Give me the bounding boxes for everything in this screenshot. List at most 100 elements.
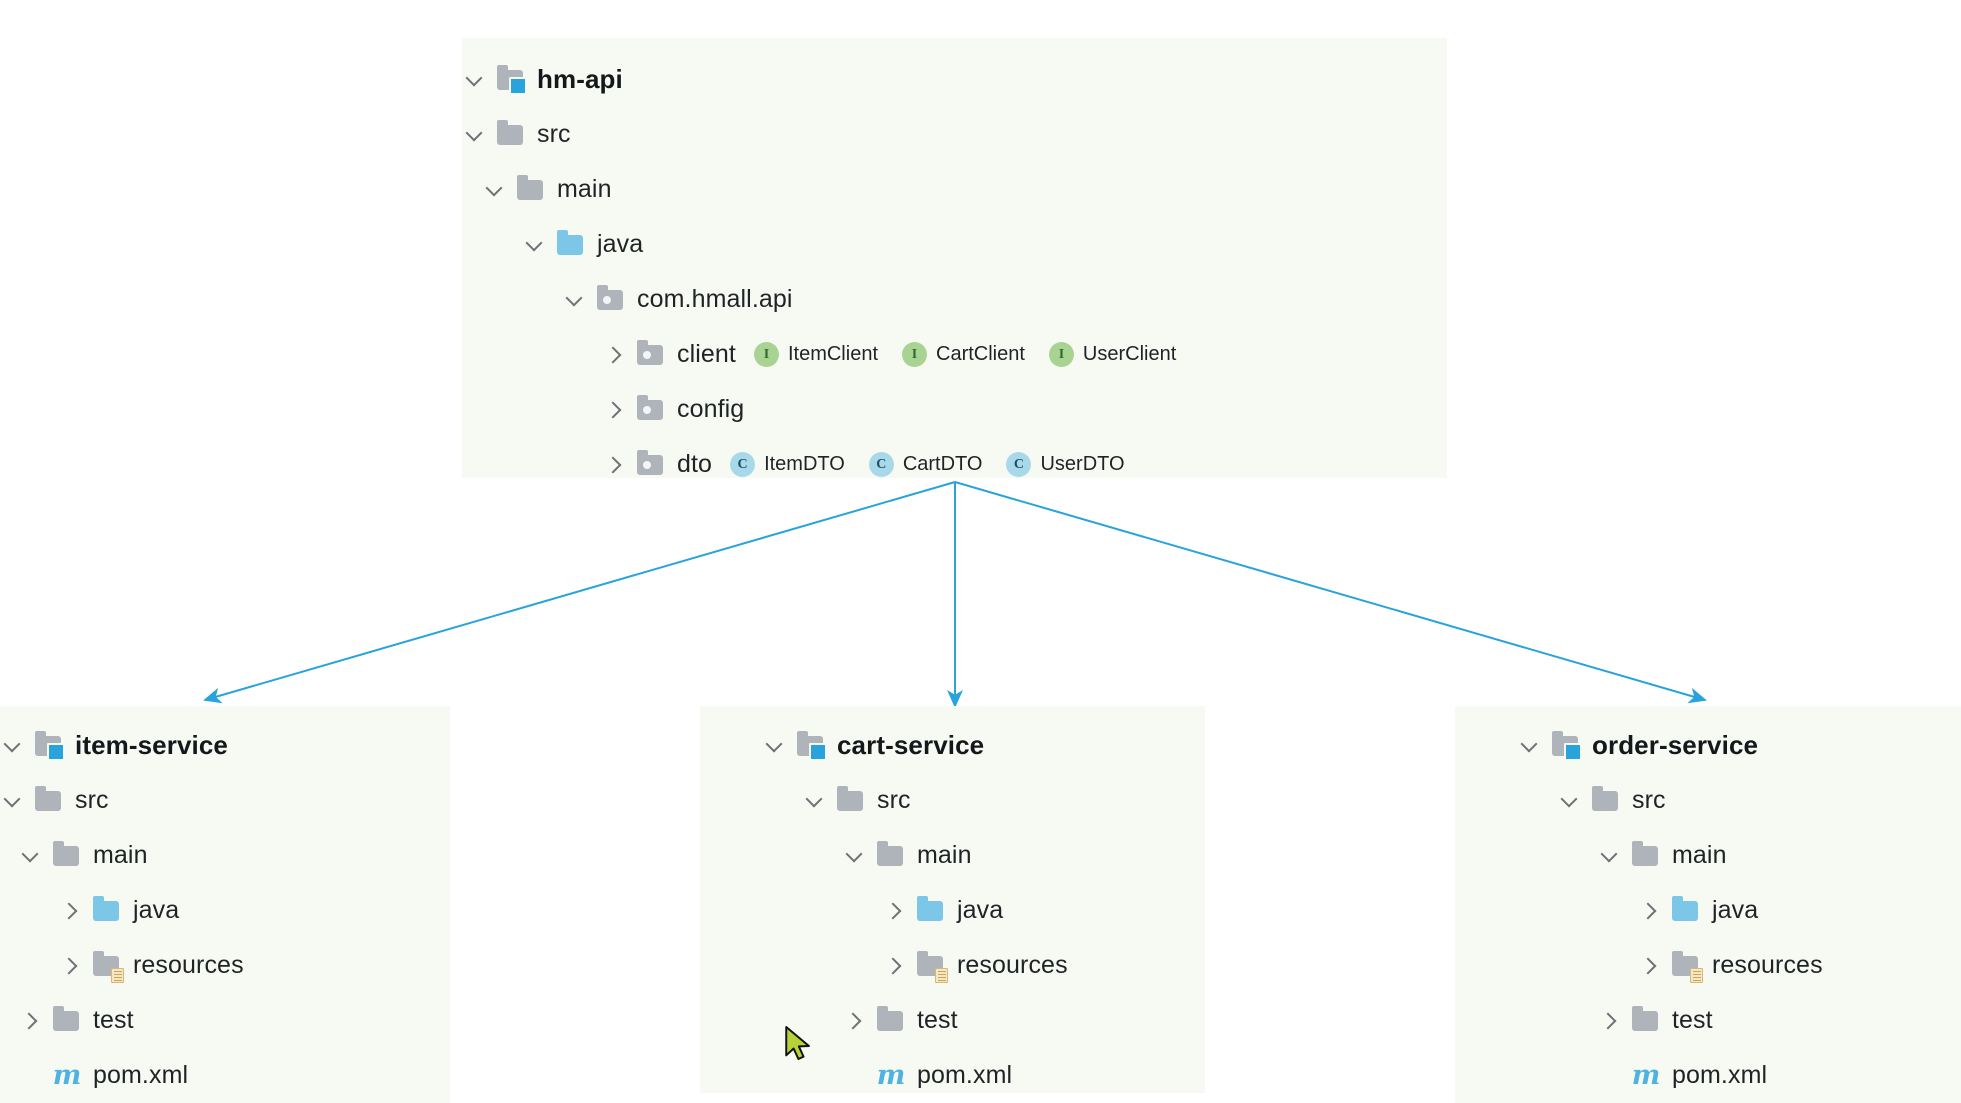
folder-icon xyxy=(496,119,526,148)
tree-row[interactable]: main xyxy=(0,828,450,883)
tree-row[interactable]: test xyxy=(0,993,450,1048)
tree-row[interactable]: hm-api xyxy=(462,52,1447,107)
chevron-right-icon[interactable] xyxy=(882,953,908,979)
module-folder-icon xyxy=(496,64,527,95)
chevron-down-icon[interactable] xyxy=(562,287,588,313)
folder-icon xyxy=(1631,1005,1661,1034)
tree-row[interactable]: java xyxy=(1455,883,1961,938)
tree-row[interactable]: java xyxy=(462,217,1447,272)
package-dot-icon xyxy=(643,405,651,414)
tree-row-label: hm-api xyxy=(537,64,623,94)
chevron-right-icon[interactable] xyxy=(882,898,908,924)
chevron-down-icon[interactable] xyxy=(1517,733,1543,759)
tree-row-label: resources xyxy=(133,951,244,979)
arrow-hm-api-to-order-service xyxy=(954,481,1707,704)
tree-row[interactable]: main xyxy=(700,828,1205,883)
package-folder-icon xyxy=(636,449,666,478)
package-folder-icon xyxy=(636,339,666,368)
chevron-down-icon[interactable] xyxy=(762,733,788,759)
tree-row-label: java xyxy=(133,896,180,924)
tree-row[interactable]: item-service xyxy=(0,718,450,773)
chevron-right-icon[interactable] xyxy=(18,1008,44,1034)
chevron-right-icon[interactable] xyxy=(602,342,628,368)
tree-row-label: test xyxy=(93,1006,134,1034)
folder-icon xyxy=(52,840,82,869)
tree-row[interactable]: test xyxy=(1455,993,1961,1048)
tree-row[interactable]: test xyxy=(700,993,1205,1048)
chevron-right-icon[interactable] xyxy=(1637,898,1663,924)
tree-row-label: order-service xyxy=(1592,730,1759,760)
chevron-right-icon[interactable] xyxy=(1637,953,1663,979)
chevron-down-icon[interactable] xyxy=(482,177,508,203)
chevron-right-icon[interactable] xyxy=(602,452,628,478)
tree-row[interactable]: src xyxy=(0,773,450,828)
chevron-down-icon[interactable] xyxy=(0,788,26,814)
chevron-down-icon[interactable] xyxy=(522,232,548,258)
interface-badge-icon: I xyxy=(1048,342,1074,367)
tree-row[interactable]: resources xyxy=(0,938,450,993)
resources-folder-icon xyxy=(1671,950,1703,983)
chevron-right-icon[interactable] xyxy=(58,898,84,924)
tree-row[interactable]: main xyxy=(1455,828,1961,883)
tree-row[interactable]: resources xyxy=(700,938,1205,993)
tree-row[interactable]: src xyxy=(700,773,1205,828)
mouse-pointer-icon xyxy=(785,1026,810,1061)
tree-row-label: src xyxy=(1632,786,1666,814)
tree-row[interactable]: java xyxy=(700,883,1205,938)
tree-row[interactable]: main xyxy=(462,162,1447,217)
tree-row-label: pom.xml xyxy=(93,1061,189,1089)
tree-row[interactable]: order-service xyxy=(1455,718,1961,773)
tree-row-label: resources xyxy=(1712,951,1823,979)
tree-row[interactable]: cart-service xyxy=(700,718,1205,773)
member-name: UserDTO xyxy=(1040,453,1125,475)
tree-row[interactable]: src xyxy=(462,107,1447,162)
chevron-down-icon[interactable] xyxy=(1597,843,1623,869)
chevron-down-icon[interactable] xyxy=(842,843,868,869)
chevron-right-icon[interactable] xyxy=(1597,1008,1623,1034)
resources-folder-icon xyxy=(92,950,124,983)
chevron-down-icon[interactable] xyxy=(462,67,488,93)
tree-row[interactable]: src xyxy=(1455,773,1961,828)
module-badge-icon xyxy=(47,742,65,761)
tree-row[interactable]: config xyxy=(462,382,1447,437)
tree-row-label: pom.xml xyxy=(1672,1061,1768,1089)
folder-icon xyxy=(1631,840,1661,869)
tree-row-label: main xyxy=(1672,841,1727,869)
tree-row-label: dto xyxy=(677,450,713,478)
tree-row[interactable]: java xyxy=(0,883,450,938)
source-folder-icon xyxy=(1671,895,1701,924)
module-folder-icon xyxy=(1551,730,1582,761)
chevron-down-icon[interactable] xyxy=(18,843,44,869)
tree-row-label: pom.xml xyxy=(917,1061,1013,1089)
chevron-right-icon[interactable] xyxy=(602,397,628,423)
tree-row[interactable]: resources xyxy=(1455,938,1961,993)
tree-row[interactable]: com.hmall.api xyxy=(462,272,1447,327)
chevron-down-icon[interactable] xyxy=(0,733,26,759)
tree-row-label: client xyxy=(677,340,736,368)
chevron-down-icon[interactable] xyxy=(462,122,488,148)
chevron-right-icon[interactable] xyxy=(58,953,84,979)
chevron-down-icon[interactable] xyxy=(802,788,828,814)
chevron-right-icon[interactable] xyxy=(842,1008,868,1034)
package-dot-icon xyxy=(603,295,611,304)
tree-row-label: java xyxy=(1712,896,1759,924)
chevron-down-icon[interactable] xyxy=(1557,788,1583,814)
module-badge-icon xyxy=(809,742,827,761)
member-name: CartClient xyxy=(936,343,1025,365)
